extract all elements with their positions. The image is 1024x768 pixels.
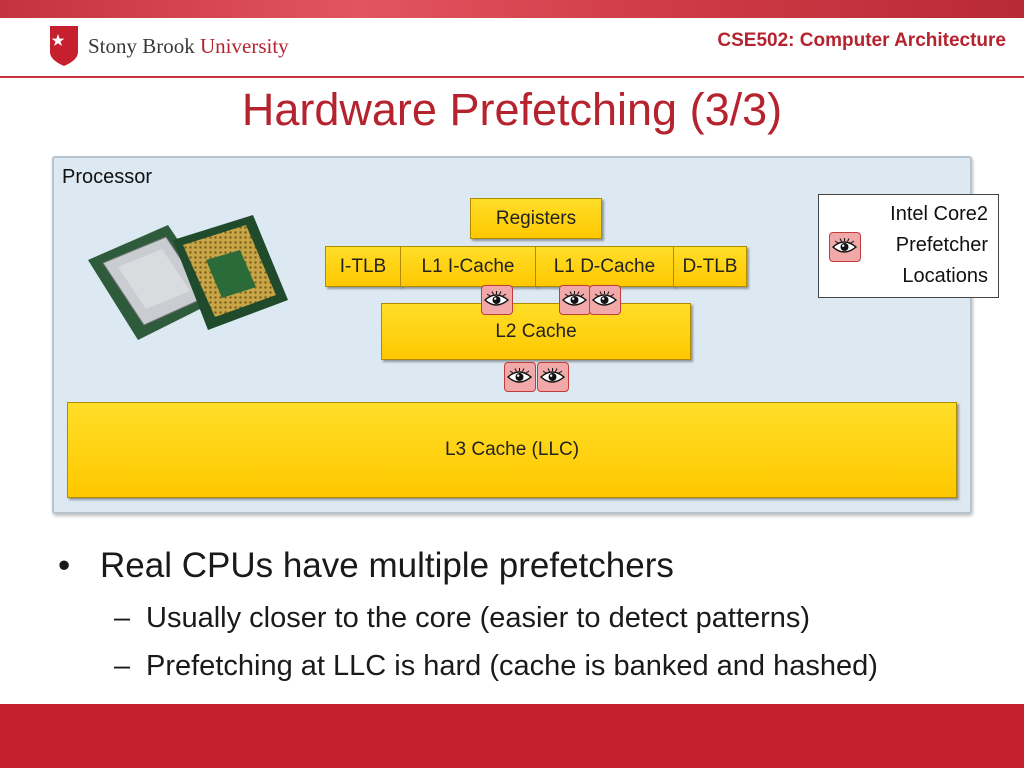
- dash-icon: –: [114, 602, 131, 634]
- logo-text-main: Stony Brook: [88, 33, 201, 58]
- bullet-main: • Real CPUs have multiple prefetchers: [58, 546, 674, 586]
- l3-cache-box: L3 Cache (LLC): [67, 402, 957, 498]
- cpu-chip-image: [88, 215, 288, 340]
- bullet-sub-2-text: Prefetching at LLC is hard (cache is ban…: [146, 650, 878, 682]
- header-divider: [0, 76, 1024, 78]
- top-accent-band: [0, 0, 1024, 18]
- itlb-box: I-TLB: [325, 246, 401, 287]
- legend-line-2: Prefetcher: [895, 234, 988, 256]
- registers-box: Registers: [470, 198, 602, 239]
- bullet-dot-icon: •: [58, 546, 71, 585]
- dash-icon: –: [114, 650, 131, 682]
- prefetcher-eye-icon: [589, 285, 621, 315]
- prefetcher-eye-icon: [559, 285, 591, 315]
- prefetcher-eye-icon: [537, 362, 569, 392]
- bottom-accent-band: [0, 704, 1024, 768]
- legend-line-1: Intel Core2: [890, 203, 988, 225]
- bullet-main-text: Real CPUs have multiple prefetchers: [100, 546, 674, 585]
- l2-cache-box: L2 Cache: [381, 303, 691, 360]
- university-logo-icon: [50, 26, 78, 66]
- legend-box: Intel Core2 Prefetcher Locations: [818, 194, 999, 298]
- bullet-sub-2: –Prefetching at LLC is hard (cache is ba…: [114, 650, 878, 683]
- logo-text: Stony Brook University: [88, 34, 289, 59]
- slide-title: Hardware Prefetching (3/3): [241, 84, 783, 135]
- l1-icache-box: L1 I-Cache: [400, 246, 536, 287]
- prefetcher-eye-icon: [481, 285, 513, 315]
- l1-dcache-box: L1 D-Cache: [535, 246, 674, 287]
- bullet-sub-1: –Usually closer to the core (easier to d…: [114, 602, 810, 635]
- prefetcher-eye-icon: [504, 362, 536, 392]
- course-name: CSE502: Computer Architecture: [717, 30, 1006, 51]
- prefetcher-eye-icon: [829, 232, 861, 262]
- logo-text-accent: University: [200, 33, 289, 58]
- dtlb-box: D-TLB: [673, 246, 747, 287]
- bullet-sub-1-text: Usually closer to the core (easier to de…: [146, 602, 811, 634]
- university-logo: Stony Brook University: [50, 24, 289, 68]
- processor-label: Processor: [62, 166, 153, 188]
- legend-line-3: Locations: [902, 265, 988, 287]
